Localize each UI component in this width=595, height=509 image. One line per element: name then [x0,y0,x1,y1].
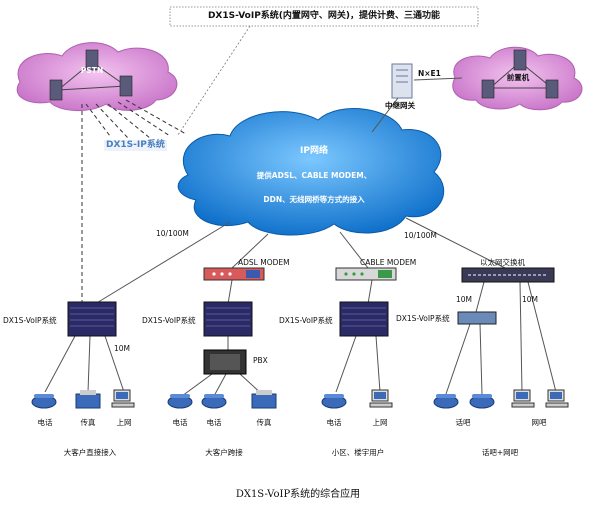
computer-icon [111,389,135,408]
frontend-label: 前置机 [506,73,530,82]
adsl-modem-label: ADSL MODEM [238,258,290,267]
phone-icon [469,394,495,409]
endpoint-label: 传真 [80,418,96,427]
phone-icon [433,394,459,409]
ip-system-label: DX1S-IP系统 [104,140,167,151]
pbx-label: PBX [253,356,268,365]
voip-system-icon [203,301,253,337]
figure-caption: DX1S-VoIP系统的综合应用 [235,489,361,500]
cable-modem-label: CABLE MODEM [360,258,417,267]
ip-network-title: IP网络 [300,146,328,156]
phone-icon [167,394,193,409]
group-title: 大客户直接接入 [63,448,117,457]
group1-links [44,335,125,393]
endpoint-label: 电话 [37,418,53,427]
pstn-server-icons [49,49,133,101]
endpoint-label: 传真 [256,418,272,427]
computer-icon [545,389,569,408]
group-title: 小区、楼宇用户 [331,448,385,457]
ip-network-cloud [177,108,445,236]
system-label: DX1S-VoIP系统 [3,316,57,325]
group3-links [335,335,381,393]
pstn-label: PSTN [80,66,104,75]
adsl-modem-icon [203,267,265,281]
link-10m-label: 10M [114,344,131,353]
phone-icon [321,394,347,409]
top-callout-text: DX1S-VoIP系统(内置网守、网关)，提供计费、三通功能 [207,11,441,21]
system-label: DX1S-VoIP系统 [279,316,333,325]
cable-modem-icon [335,267,397,281]
computer-icon [511,389,535,408]
endpoint-label: 上网 [372,418,388,427]
system-label: DX1S-VoIP系统 [142,316,196,325]
e1-label: N×E1 [418,69,441,78]
ethernet-switch-icon [461,267,555,283]
relay-gateway-icon [391,63,413,99]
right-link-speed: 10/100M [404,231,437,240]
system-label: DX1S-VoIP系统 [396,314,450,323]
fax-icon [251,390,277,409]
gateway-link [371,97,399,133]
endpoint-label: 电话 [206,418,222,427]
endpoint-label: 电话 [172,418,188,427]
callout-connector [177,25,251,136]
uplinks [94,217,506,305]
phone-icon [201,394,227,409]
group4-links [445,281,557,395]
relay-gateway-label: 中继网关 [385,101,415,110]
computer-icon [369,389,393,408]
group-title: 话吧+网吧 [481,448,519,457]
endpoint-label: 电话 [326,418,342,427]
switch-uplink-left: 10M [456,295,473,304]
ip-network-line2: DDN、无线网桥等方式的接入 [263,195,365,204]
e1-link [413,77,463,81]
pstn-arrows [85,99,187,139]
voip-system-icon [339,301,389,337]
voip-system-icon-small [457,311,497,325]
endpoint-label: 网吧 [531,418,547,427]
ethernet-switch-label: 以太网交换机 [480,258,525,267]
switch-uplink-right: 10M [522,295,539,304]
voip-system-icon [67,301,117,337]
callout-box [169,6,479,27]
pbx-icon [203,349,247,375]
frontend-server-icons [481,49,559,99]
endpoint-label: 上网 [116,418,132,427]
ip-network-line1: 提供ADSL、CABLE MODEM、 [256,171,372,180]
phone-icon [31,394,57,409]
fax-icon [75,390,101,409]
left-link-speed: 10/100M [156,229,189,238]
endpoint-label: 话吧 [455,418,471,427]
group-title: 大客户跨接 [205,448,243,457]
